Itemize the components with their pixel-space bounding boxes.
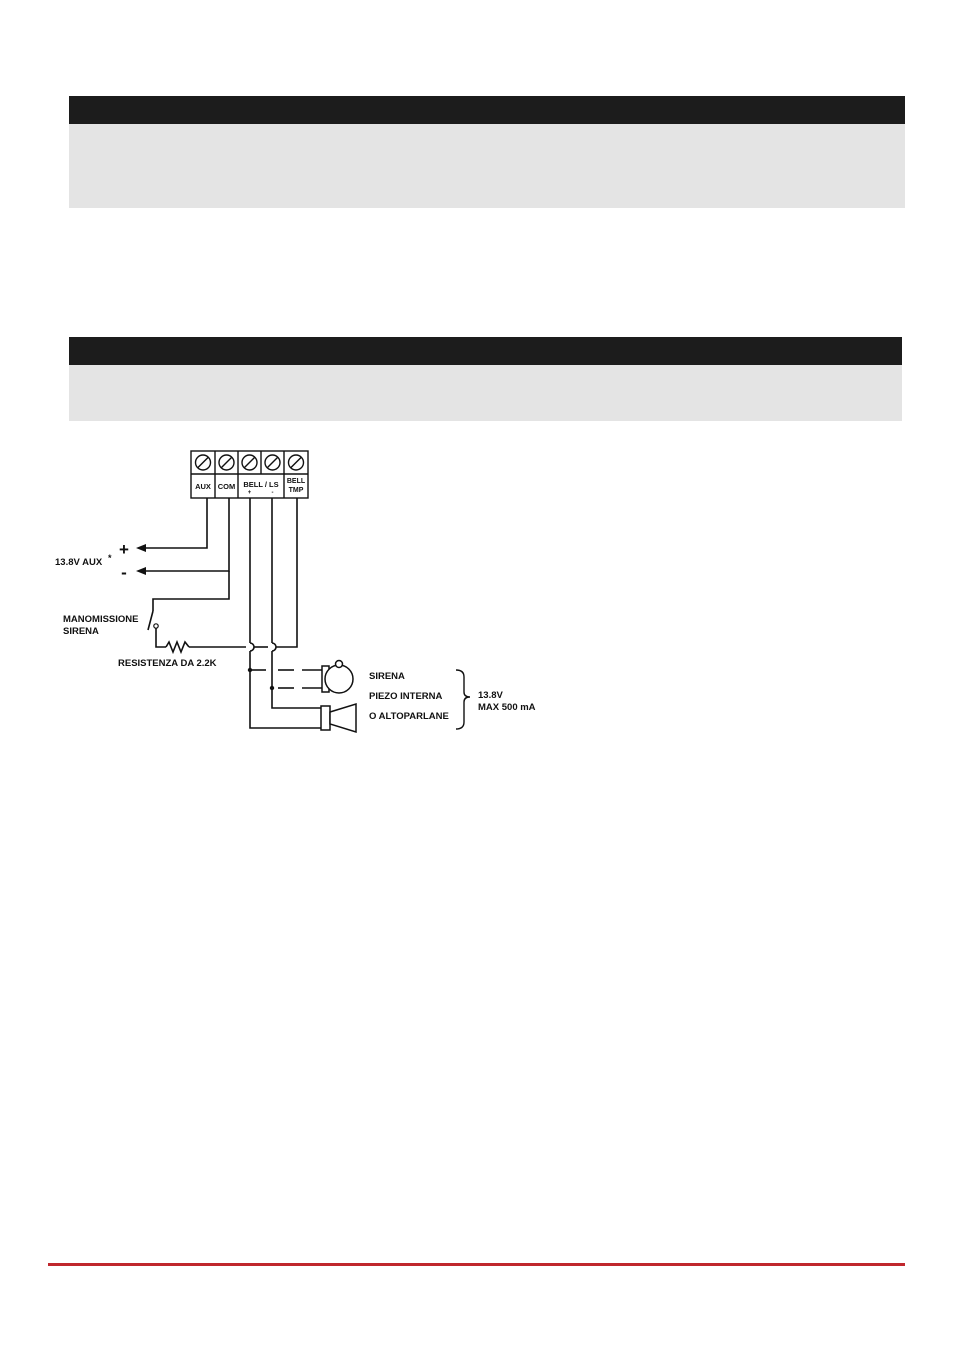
footer-rule [48, 1263, 905, 1266]
terminal-label-bell-plus: + [248, 490, 252, 496]
junction-dot [247, 667, 253, 673]
arrow-left-icon [136, 544, 146, 552]
speaker-icon [320, 702, 357, 734]
siren-label-line3: O ALTOPARLANE [369, 711, 449, 722]
screw-icon [241, 454, 258, 471]
terminal-label-bell-tmp-2: TMP [289, 487, 304, 494]
aux-minus-symbol: - [121, 563, 127, 582]
tamper-label-line1: MANOMISSIONE [63, 614, 138, 625]
aux-output-asterisk: * [108, 553, 112, 563]
terminal-label-aux: AUX [195, 482, 211, 491]
junction-dot [269, 685, 275, 691]
terminal-label-com: COM [218, 482, 236, 491]
resistor-icon [165, 639, 190, 655]
aux-output-label: 13.8V AUX [55, 557, 103, 568]
section-header-bar-1 [69, 96, 905, 124]
terminal-label-bell-minus: - [272, 490, 274, 496]
siren-label-line1: SIRENA [369, 671, 405, 682]
terminal-label-bell-tmp-1: BELL [287, 478, 306, 485]
arrow-left-icon [136, 567, 146, 575]
wires [145, 498, 322, 729]
section-description-box-1 [69, 124, 905, 208]
rating-current: MAX 500 mA [478, 702, 536, 713]
terminal-label-bell-ls: BELL / LS [243, 480, 278, 489]
siren-label-line2: PIEZO INTERNA [369, 691, 443, 702]
brace-icon [455, 669, 471, 730]
terminal-screw-icons [194, 454, 305, 471]
screw-icon [218, 454, 235, 471]
screw-icon [194, 454, 212, 471]
resistor-label: RESISTENZA DA 2.2K [118, 658, 217, 669]
arrow-icons [136, 544, 146, 575]
tamper-label-line2: SIRENA [63, 626, 99, 637]
screw-icon [287, 454, 305, 471]
section-description-box-2 [69, 365, 902, 421]
switch-contact-icon [153, 623, 159, 629]
piezo-siren-icon [321, 659, 354, 694]
section-header-bar-2 [69, 337, 902, 365]
rating-voltage: 13.8V [478, 690, 503, 701]
aux-plus-symbol: + [119, 540, 129, 559]
screw-icon [264, 454, 281, 471]
